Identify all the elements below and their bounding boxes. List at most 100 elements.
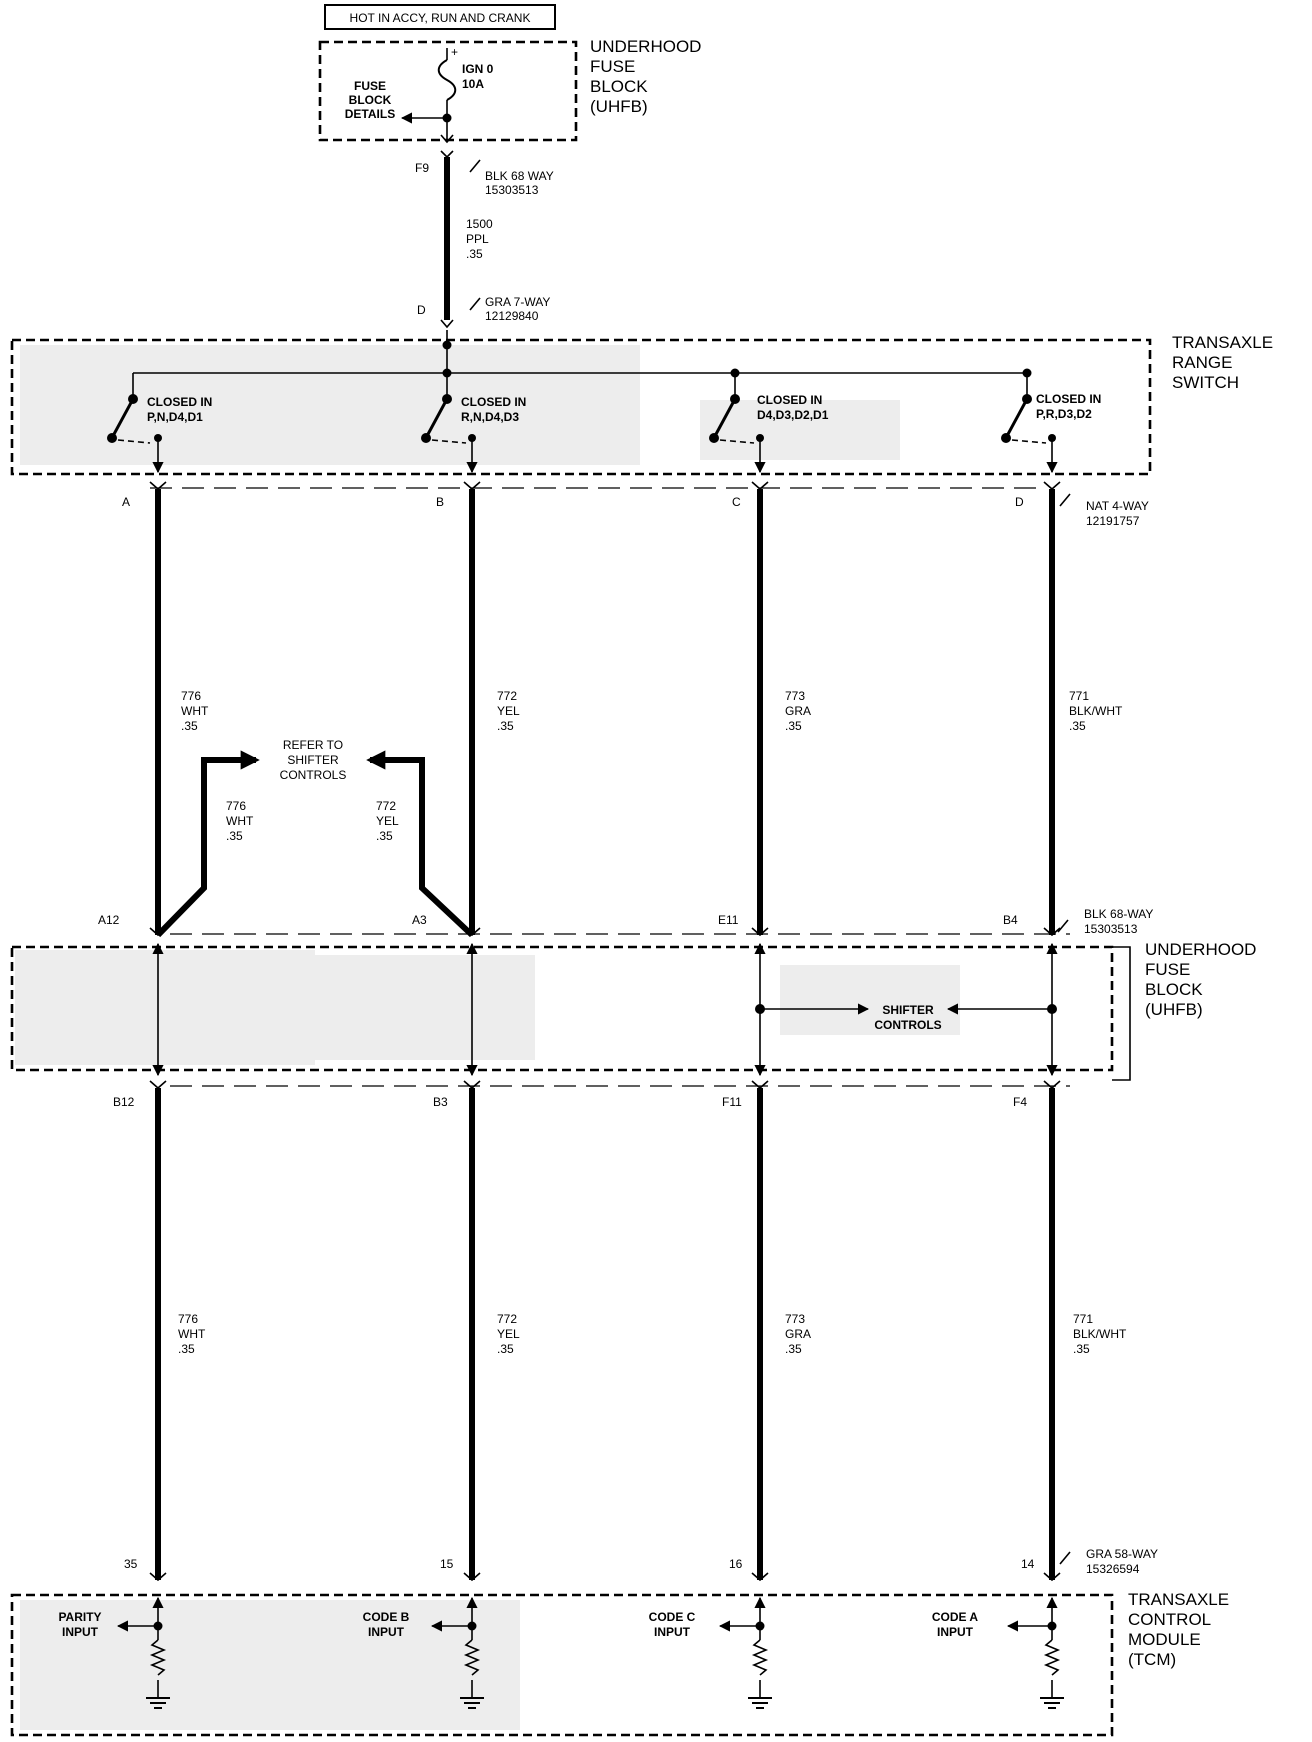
fuse-details-2: BLOCK — [349, 93, 392, 107]
range-pin-c: C — [732, 495, 741, 509]
uhfb-top-name-2: FUSE — [590, 57, 635, 76]
ground-icon — [146, 1697, 170, 1709]
fuse-plus-mark: + — [451, 45, 458, 59]
switch-a-blade — [111, 398, 135, 437]
range-switch-pins: A B C D NAT 4-WAY 12191757 — [122, 493, 1149, 528]
upper-w2-color: YEL — [497, 704, 520, 718]
fuse-name: IGN 0 — [462, 62, 494, 76]
switch-b-blade — [425, 398, 449, 437]
mid-pin-b4: B4 — [1003, 913, 1018, 927]
lower-wires: 776 WHT .35 772 YEL .35 773 GRA .35 771 … — [149, 1080, 1127, 1582]
mid-pin-e11: E11 — [718, 913, 739, 927]
tcm-input-code-b-1: CODE B — [363, 1610, 410, 1624]
range-switch-name-2: RANGE — [1172, 353, 1232, 372]
shifter-right-size: .35 — [376, 829, 393, 843]
lower-w3-color: GRA — [785, 1327, 811, 1341]
upper-w3-size: .35 — [785, 719, 802, 733]
upper-w1-circuit: 776 — [181, 689, 201, 703]
upper-w4-circuit: 771 — [1069, 689, 1089, 703]
range-pin-b: B — [436, 495, 444, 509]
tcm-input-code-a: CODE A INPUT — [932, 1596, 1064, 1709]
fuse-rating: 10A — [462, 77, 484, 91]
lower-w4-color: BLK/WHT — [1073, 1327, 1127, 1341]
switch-b-label-1: CLOSED IN — [461, 395, 526, 409]
tcm-input-code-a-2: INPUT — [937, 1625, 974, 1639]
tcm-input-parity-1: PARITY — [58, 1610, 101, 1624]
switch-a-label-2: P,N,D4,D1 — [147, 410, 203, 424]
tcm-input-code-a-1: CODE A — [932, 1610, 979, 1624]
shifter-right-circuit: 772 — [376, 799, 396, 813]
ground-icon — [1040, 1697, 1064, 1709]
tcm-name-4: (TCM) — [1128, 1650, 1176, 1669]
lower-w2-circuit: 772 — [497, 1312, 517, 1326]
mid-shifter-1: SHIFTER — [882, 1003, 934, 1017]
fuse-details-1: FUSE — [354, 79, 386, 93]
tcm-pin-16: 16 — [729, 1557, 743, 1571]
switch-d-label-1: CLOSED IN — [1036, 392, 1101, 406]
tcm-name-3: MODULE — [1128, 1630, 1201, 1649]
range-conn-1: NAT 4-WAY — [1086, 499, 1149, 513]
mid-conn-2: 15303513 — [1084, 922, 1138, 936]
lower-w4-size: .35 — [1073, 1342, 1090, 1356]
upper-w2-size: .35 — [497, 719, 514, 733]
uhfb-top: UNDERHOOD FUSE BLOCK (UHFB) + IGN 0 10A … — [318, 37, 701, 144]
feed-wire: F9 BLK 68 WAY 15303513 1500 PPL .35 D GR… — [415, 150, 554, 329]
uhfb-mid: UNDERHOOD FUSE BLOCK (UHFB) SHIFTER CONT… — [10, 940, 1256, 1081]
feed-bottom-conn-1: GRA 7-WAY — [485, 295, 550, 309]
ground-icon — [748, 1697, 772, 1709]
resistor-icon — [463, 1639, 481, 1676]
uhfb-mid-top-pins: A12 A3 E11 B4 BLK 68-WAY 15303513 — [98, 907, 1153, 936]
range-switch-name-3: SWITCH — [1172, 373, 1239, 392]
tcm-input-code-b: CODE B INPUT — [363, 1596, 484, 1709]
tcm: TRANSAXLE CONTROL MODULE (TCM) PARITY IN… — [10, 1590, 1229, 1737]
switch-b-label-2: R,N,D4,D3 — [461, 410, 519, 424]
switch-c: CLOSED IN D4,D3,D2,D1 — [709, 393, 829, 474]
mid-pin-b12: B12 — [113, 1095, 135, 1109]
switch-d-label-2: P,R,D3,D2 — [1036, 407, 1092, 421]
lower-w2-color: YEL — [497, 1327, 520, 1341]
lower-w1-size: .35 — [178, 1342, 195, 1356]
tcm-pins: 35 15 16 14 GRA 58-WAY 15326594 — [124, 1547, 1158, 1576]
uhfb-top-name-4: (UHFB) — [590, 97, 648, 116]
mid-pin-f11: F11 — [722, 1095, 742, 1109]
feed-wire-circuit: 1500 — [466, 217, 493, 231]
feed-wire-size: .35 — [466, 247, 483, 261]
uhfb-top-name-3: BLOCK — [590, 77, 648, 96]
lower-w1-color: WHT — [178, 1327, 206, 1341]
shifter-ref-1: REFER TO — [283, 738, 343, 752]
tcm-name-1: TRANSAXLE — [1128, 1590, 1229, 1609]
switch-c-label-1: CLOSED IN — [757, 393, 822, 407]
resistor-icon — [149, 1639, 167, 1676]
supply-note: HOT IN ACCY, RUN AND CRANK — [324, 4, 556, 30]
upper-w2-circuit: 772 — [497, 689, 517, 703]
ground-icon — [460, 1697, 484, 1709]
upper-w4-size: .35 — [1069, 719, 1086, 733]
shifter-reference: REFER TO SHIFTER CONTROLS 776 WHT .35 77… — [155, 738, 475, 938]
switch-a-label-1: CLOSED IN — [147, 395, 212, 409]
switch-d: CLOSED IN P,R,D3,D2 — [1001, 392, 1101, 474]
upper-w3-circuit: 773 — [785, 689, 805, 703]
range-conn-2: 12191757 — [1086, 514, 1140, 528]
uhfb-mid-name-1: UNDERHOOD — [1145, 940, 1256, 959]
resistor-icon — [1043, 1639, 1061, 1676]
switch-d-blade — [1005, 398, 1029, 437]
feed-top-conn-1: BLK 68 WAY — [485, 169, 554, 183]
feed-bottom-pin: D — [417, 303, 426, 317]
lower-w2-size: .35 — [497, 1342, 514, 1356]
tcm-input-code-c-2: INPUT — [654, 1625, 691, 1639]
mid-pin-f4: F4 — [1013, 1095, 1027, 1109]
tcm-input-parity: PARITY INPUT — [58, 1596, 170, 1709]
tcm-pin-14: 14 — [1021, 1557, 1035, 1571]
tcm-conn-2: 15326594 — [1086, 1562, 1140, 1576]
fuse-icon — [437, 59, 457, 101]
mid-pin-b3: B3 — [433, 1095, 448, 1109]
range-switch-name-1: TRANSAXLE — [1172, 333, 1273, 352]
uhfb-mid-name-2: FUSE — [1145, 960, 1190, 979]
tcm-input-parity-2: INPUT — [62, 1625, 99, 1639]
shifter-left-size: .35 — [226, 829, 243, 843]
mid-shifter-2: CONTROLS — [874, 1018, 941, 1032]
switch-c-blade — [713, 398, 737, 437]
uhfb-top-name-1: UNDERHOOD — [590, 37, 701, 56]
uhfb-mid-name-3: BLOCK — [1145, 980, 1203, 999]
